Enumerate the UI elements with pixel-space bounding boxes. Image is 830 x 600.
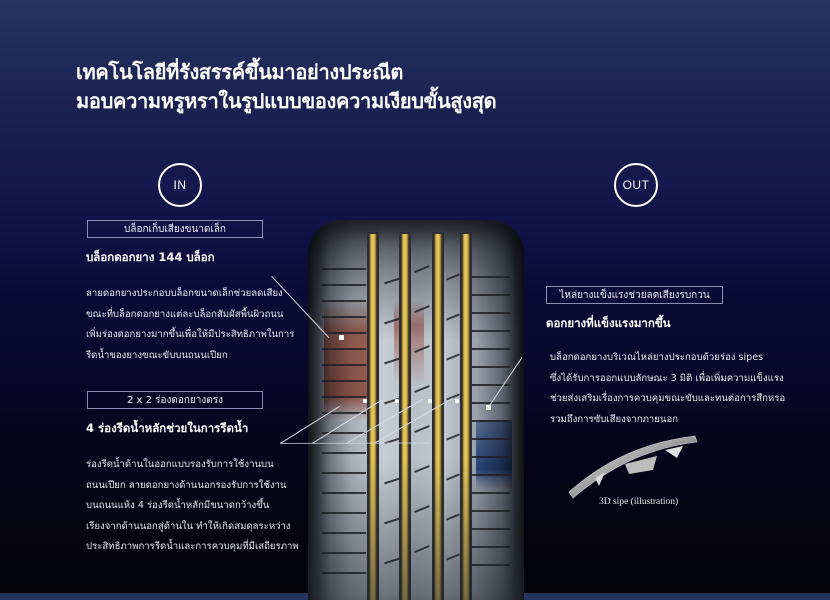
headline-line-1: เทคโนโลยีที่รังสรรค์ขึ้นมาอย่างประณีต — [76, 60, 404, 84]
out-badge-label: OUT — [622, 178, 650, 192]
tread-sipe — [468, 384, 510, 386]
body-line: ขณะที่บล็อกดอกยางแต่ละบล็อกสัมผัสพื้นผิว… — [86, 308, 284, 320]
main-groove-4 — [462, 234, 470, 600]
tread-sipe — [468, 366, 510, 368]
body-line: ลายดอกยางประกอบบล็อกขนาดเล็กช่วยลดเสียง — [86, 288, 283, 299]
tread-sipe — [322, 380, 366, 382]
3d-sipe-illustration-icon — [568, 435, 698, 499]
noise-block-zone-highlight-inner — [394, 300, 424, 385]
main-groove-1 — [369, 234, 377, 600]
headline: เทคโนโลยีที่รังสรรค์ขึ้นมาอย่างประณีต มอ… — [76, 58, 497, 116]
body-line: บล็อกดอกยางบริเวณไหล่ยางประกอบด้วยร่อง s… — [550, 352, 764, 363]
tread-sipe — [322, 412, 366, 414]
tread-sipe — [468, 456, 510, 458]
feature-title-grooves: 4 ร่องรีดน้ำหลักช่วยในการรีดน้ำ — [86, 421, 249, 435]
tread-sipe — [322, 284, 366, 286]
callout-point-noise-block — [339, 335, 344, 340]
tread-sipe — [322, 300, 366, 302]
body-line: เพิ่มร่องดอกยางมากขึ้นเพื่อให้มีประสิทธิ… — [86, 329, 295, 340]
in-badge-label: IN — [173, 178, 187, 192]
body-line: ถนนเปียก ลายดอกยางด้านนอกรองรับการใช้งาน — [86, 479, 287, 491]
feature-title-shoulder: ดอกยางที่แข็งแรงมากขึ้น — [546, 316, 671, 330]
feature-label-text: 2 x 2 ร่องดอกยางตรง — [126, 394, 224, 406]
tread-sipe — [468, 420, 510, 422]
feature-body-noise-block: ลายดอกยางประกอบบล็อกขนาดเล็กช่วยลดเสียง … — [86, 284, 294, 366]
tread-sipe — [414, 425, 430, 433]
callout-point-groove-1 — [363, 399, 367, 403]
sipe-illustration-caption: 3D sipe (illustration) — [599, 497, 679, 507]
feature-label-shoulder: ไหล่ยางแข็งแรงช่วยลดเสียงรบกวน — [546, 286, 723, 304]
tread-sipe — [446, 353, 460, 361]
main-groove-2 — [401, 234, 409, 600]
body-line: เรียงจากด้านนอกสู่ด้านใน ทำให้เกิดสมดุลร… — [86, 520, 291, 532]
tread-sipe — [468, 294, 510, 296]
body-line: ร่องรีดน้ำด้านในออกแบบรองรับการใช้งานบน — [86, 459, 274, 470]
in-side-badge: IN — [158, 163, 202, 207]
tread-sipe — [468, 402, 510, 404]
feature-body-grooves: ร่องรีดน้ำด้านในออกแบบรองรับการใช้งานบน … — [86, 455, 299, 558]
body-line: รวมถึงการซับเสียงจากภายนอก — [550, 413, 679, 425]
feature-label-text: ไหล่ยางแข็งแรงช่วยลดเสียงรบกวน — [559, 289, 710, 301]
tire-tread-illustration — [308, 220, 524, 600]
body-line: รีดน้ำของยางขณะขับบนถนนเปียก — [86, 349, 228, 361]
headline-line-2: มอบความหรูหราในรูปแบบของความเงียบขั้นสูง… — [76, 89, 497, 113]
callout-point-groove-2 — [395, 399, 399, 403]
tire-bottom-shading — [308, 460, 524, 600]
tread-sipe — [468, 330, 510, 332]
feature-title-noise-block: บล็อกดอกยาง 144 บล็อก — [86, 250, 215, 264]
body-line: บนถนนแห้ง 4 ร่องรีดน้ำหลักมีขนาดกว้างขึ้… — [86, 500, 270, 511]
tread-sipe — [322, 432, 366, 434]
tread-sipe — [322, 452, 366, 454]
feature-body-shoulder: บล็อกดอกยางบริเวณไหล่ยางประกอบด้วยร่อง s… — [550, 348, 785, 430]
tread-sipe — [468, 312, 510, 314]
tread-sipe — [468, 438, 510, 440]
main-groove-3 — [434, 234, 442, 600]
callout-point-groove-3 — [428, 399, 432, 403]
tread-sipe — [322, 348, 366, 350]
tread-sipe — [322, 332, 366, 334]
tread-sipe — [322, 396, 366, 398]
tread-sipe — [322, 364, 366, 366]
callout-point-shoulder — [486, 405, 491, 410]
out-side-badge: OUT — [614, 163, 658, 207]
tread-sipe — [446, 433, 460, 441]
body-line: ซึ่งได้รับการออกแบบลักษณะ 3 มิติ เพื่อเพ… — [550, 372, 784, 384]
tread-sipe — [468, 276, 510, 278]
tread-sipe — [468, 348, 510, 350]
feature-label-text: บล็อกเก็บเสียงขนาดเล็ก — [123, 223, 226, 235]
tread-sipe — [322, 316, 366, 318]
feature-label-noise-block: บล็อกเก็บเสียงขนาดเล็ก — [87, 220, 263, 238]
feature-label-grooves: 2 x 2 ร่องดอกยางตรง — [87, 391, 263, 409]
callout-point-groove-4 — [455, 399, 459, 403]
body-line: ช่วยส่งเสริมเรื่องการควบคุมขณะขับและทนต่… — [550, 393, 786, 404]
body-line: ประสิทธิภาพการรีดน้ำและการควบคุมที่มีเสถ… — [86, 541, 299, 552]
tread-sipe — [322, 268, 366, 270]
tread-sipe — [414, 385, 430, 393]
